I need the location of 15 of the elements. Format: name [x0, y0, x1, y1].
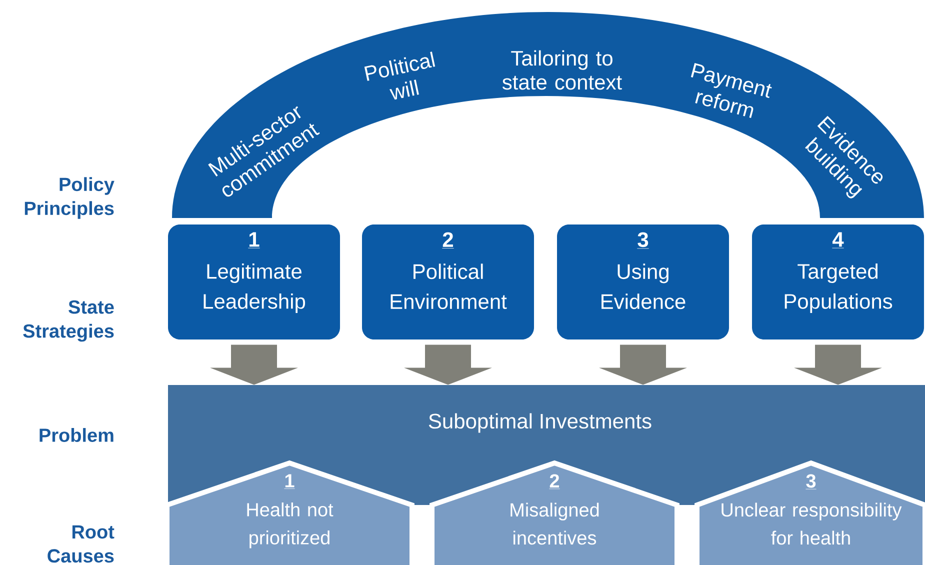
row-label: Problem [40, 428, 114, 442]
cause-hexagon: 1 Health not prioritized [164, 460, 414, 565]
row-label: State Strategies [23, 300, 114, 342]
strategy-box: 3 Using Evidence [557, 224, 729, 340]
row-label: Root Causes [48, 525, 114, 563]
row-label: Policy Principles [24, 177, 114, 219]
cause-hexagon: 2 Misaligned incentives [430, 460, 680, 565]
down-arrow [794, 344, 882, 385]
cause-hexagon: 3 Unclear responsibility for health [694, 460, 925, 565]
strategy-box: 4 Targeted Populations [752, 224, 924, 340]
down-arrow [210, 344, 298, 385]
strategy-box: 1 Legitimate Leadership [168, 224, 340, 340]
strategy-box: 2 Political Environment [362, 224, 534, 340]
down-arrow [404, 344, 492, 385]
down-arrow [599, 344, 687, 385]
